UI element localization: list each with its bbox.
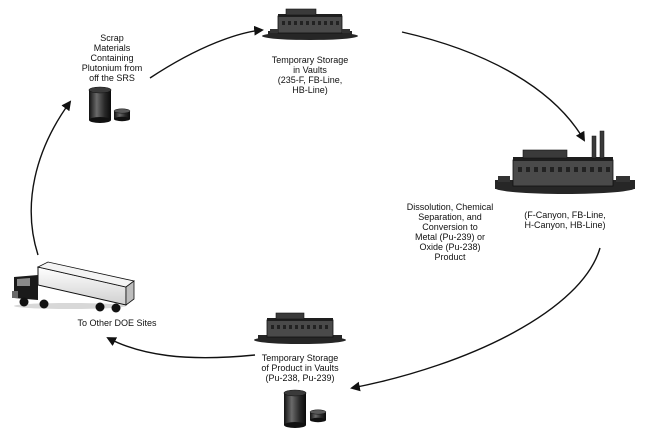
vault-label-line-3: (235-F, FB-Line, bbox=[277, 75, 343, 85]
scrap-label-line-2: Materials bbox=[93, 43, 131, 53]
truck-icon bbox=[12, 261, 135, 313]
product-label-line-3: (Pu-238, Pu-239) bbox=[265, 373, 335, 383]
scrap-drum-icon bbox=[88, 86, 112, 123]
scrap-materials-label: Scrap Materials Containing Plutonium fro… bbox=[62, 33, 162, 83]
scrap-label-line-1: Scrap bbox=[100, 33, 124, 43]
scrap-can-icon bbox=[113, 108, 131, 122]
arrow-canyon-to-product bbox=[350, 247, 601, 392]
product-vault-building-icon bbox=[254, 312, 346, 344]
doe-sites-label: To Other DOE Sites bbox=[62, 318, 172, 328]
vault-label-line-2: in Vaults bbox=[293, 65, 327, 75]
facilities-label-line-2: H-Canyon, HB-Line) bbox=[524, 220, 606, 230]
process-label-line-6: Product bbox=[434, 252, 466, 262]
product-drum-icon bbox=[283, 389, 307, 428]
scrap-label-line-5: off the SRS bbox=[89, 73, 135, 83]
canyon-building-icon bbox=[495, 130, 635, 194]
arrow-product-to-doe bbox=[106, 337, 256, 359]
product-label-line-1: Temporary Storage bbox=[261, 353, 339, 363]
vault-label-line-4: HB-Line) bbox=[292, 85, 328, 95]
process-label-line-5: Oxide (Pu-238) bbox=[419, 242, 481, 252]
canyon-facilities-label: (F-Canyon, FB-Line, H-Canyon, HB-Line) bbox=[510, 210, 620, 230]
vault-building-icon bbox=[262, 8, 358, 40]
canyon-process-label: Dissolution, Chemical Separation, and Co… bbox=[395, 202, 505, 262]
facilities-label-line-1: (F-Canyon, FB-Line, bbox=[524, 210, 606, 220]
vault-label-line-1: Temporary Storage bbox=[271, 55, 349, 65]
process-label-line-4: Metal (Pu-239) or bbox=[414, 232, 486, 242]
doe-sites-label-line-1: To Other DOE Sites bbox=[77, 318, 157, 328]
process-label-line-1: Dissolution, Chemical bbox=[406, 202, 494, 212]
scrap-label-line-4: Plutonium from bbox=[81, 63, 143, 73]
product-storage-label: Temporary Storage of Product in Vaults (… bbox=[245, 353, 355, 383]
arrow-doe-to-scrap bbox=[30, 100, 72, 256]
arrow-scrap-to-vault bbox=[149, 25, 264, 79]
product-label-line-2: of Product in Vaults bbox=[261, 363, 339, 373]
process-label-line-3: Conversion to bbox=[422, 222, 478, 232]
arrow-vault-to-canyon bbox=[401, 31, 585, 142]
vault-storage-label: Temporary Storage in Vaults (235-F, FB-L… bbox=[255, 55, 365, 95]
process-label-line-2: Separation, and bbox=[418, 212, 482, 222]
product-can-icon bbox=[309, 409, 327, 423]
scrap-label-line-3: Containing bbox=[90, 53, 134, 63]
